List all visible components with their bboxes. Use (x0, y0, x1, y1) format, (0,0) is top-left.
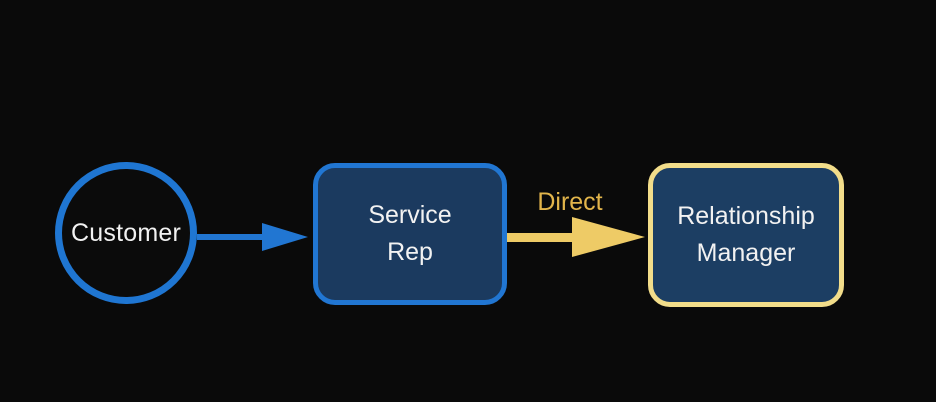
node-relationship-manager-label-line1: Relationship (677, 202, 815, 230)
node-customer: Customer (55, 162, 197, 304)
node-service-rep-label-line1: Service (368, 201, 452, 229)
node-relationship-manager-label-line2: Manager (696, 239, 796, 267)
edge-service-rep-to-relationship-manager-line (507, 233, 577, 242)
edge-service-rep-to-relationship-manager-arrowhead-icon (572, 217, 645, 257)
node-customer-label: Customer (71, 218, 181, 247)
edge-direct-label: Direct (537, 188, 603, 216)
edge-customer-to-service-rep-line (197, 234, 265, 240)
node-relationship-manager: Relationship Manager (648, 163, 844, 307)
node-service-rep: Service Rep (313, 163, 507, 305)
node-service-rep-label-line2: Rep (387, 238, 433, 266)
edge-customer-to-service-rep-arrowhead-icon (262, 223, 308, 251)
